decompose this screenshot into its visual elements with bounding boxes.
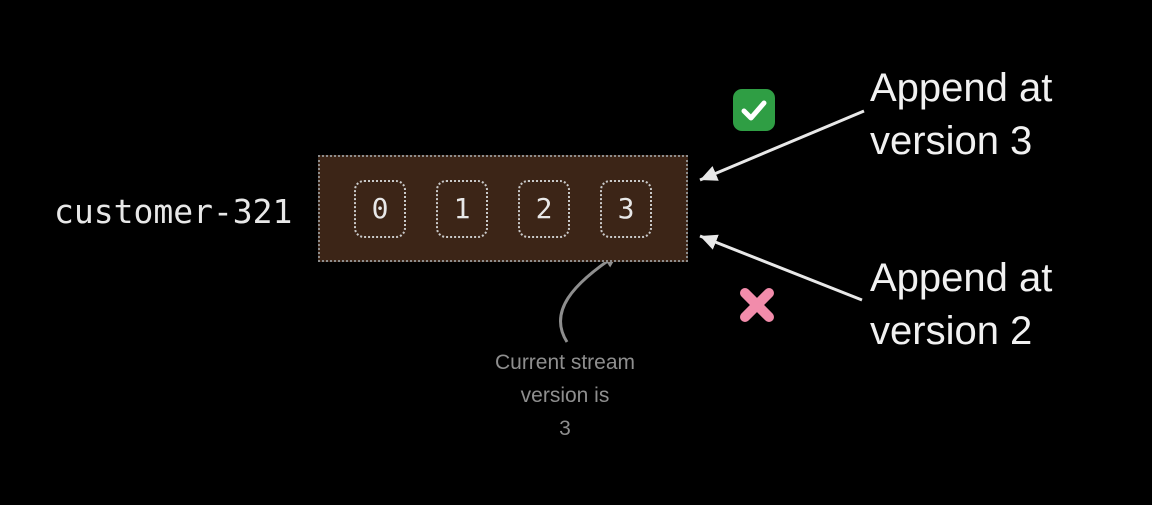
event-version-number: 0	[371, 192, 389, 225]
current-version-note-line1: Current stream	[494, 351, 636, 374]
event-cell-1: 1	[436, 179, 488, 238]
event-cell-2: 2	[518, 179, 570, 238]
current-version-note-line2: version is	[520, 384, 610, 407]
event-cell-0: 0	[354, 179, 406, 238]
append-v3-arrow	[699, 109, 865, 182]
x-icon	[735, 283, 779, 327]
append-v2-arrow	[699, 234, 863, 302]
current-version-note-line3: 3	[559, 417, 571, 440]
append-version-3-label: Append at version 3	[870, 62, 1052, 168]
stream-name-label: customer-321	[54, 192, 293, 231]
event-version-number: 1	[453, 192, 471, 225]
append-version-2-label: Append at version 2	[870, 252, 1052, 358]
event-version-number: 3	[617, 192, 635, 225]
current-version-note: Current stream version is 3	[460, 346, 670, 445]
append-version-2-line2: version 2	[870, 309, 1033, 353]
append-version-3-line2: version 3	[870, 119, 1033, 163]
append-version-2-line1: Append at	[870, 256, 1053, 300]
event-version-number: 2	[535, 192, 553, 225]
event-cell-3: 3	[600, 179, 652, 238]
check-icon	[732, 88, 776, 132]
append-version-3-line1: Append at	[870, 66, 1053, 110]
current-version-arrow	[558, 252, 619, 343]
stream-box: 0 1 2 3	[318, 155, 688, 262]
